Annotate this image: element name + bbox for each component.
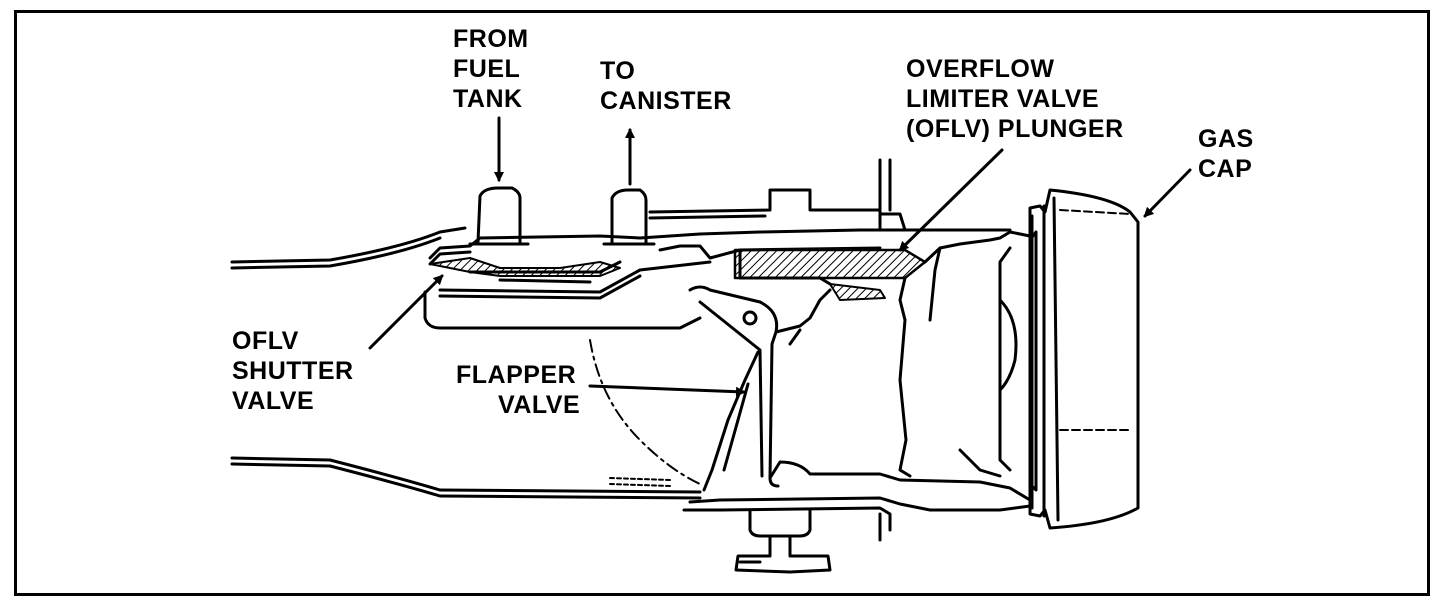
oflv-plunger xyxy=(429,248,927,301)
diagram-frame xyxy=(14,10,1430,596)
arrow-oflv-plunger xyxy=(898,148,1004,252)
flapper-valve-assembly xyxy=(589,285,832,492)
mounting-bracket xyxy=(609,477,832,574)
arrow-oflv-shutter xyxy=(368,274,444,350)
label-flapper-valve: FLAPPER VALVE xyxy=(456,361,581,419)
hose-nipples xyxy=(468,186,656,246)
label-to-canister: TO CANISTER xyxy=(600,57,732,115)
label-oflv-plunger: OVERFLOW LIMITER VALVE (OFLV) PLUNGER xyxy=(906,55,1124,143)
callout-arrows xyxy=(368,116,1192,397)
arrow-flapper-valve xyxy=(588,384,746,397)
gas-cap xyxy=(1028,188,1140,530)
filler-opening xyxy=(682,158,1032,542)
filler-neck xyxy=(230,226,702,500)
label-oflv-shutter-valve: OFLV SHUTTER VALVE xyxy=(232,327,354,415)
label-gas-cap: GAS CAP xyxy=(1198,125,1254,183)
label-from-fuel-tank: FROM FUEL TANK xyxy=(453,25,529,113)
arrow-gas-cap xyxy=(1143,168,1192,218)
